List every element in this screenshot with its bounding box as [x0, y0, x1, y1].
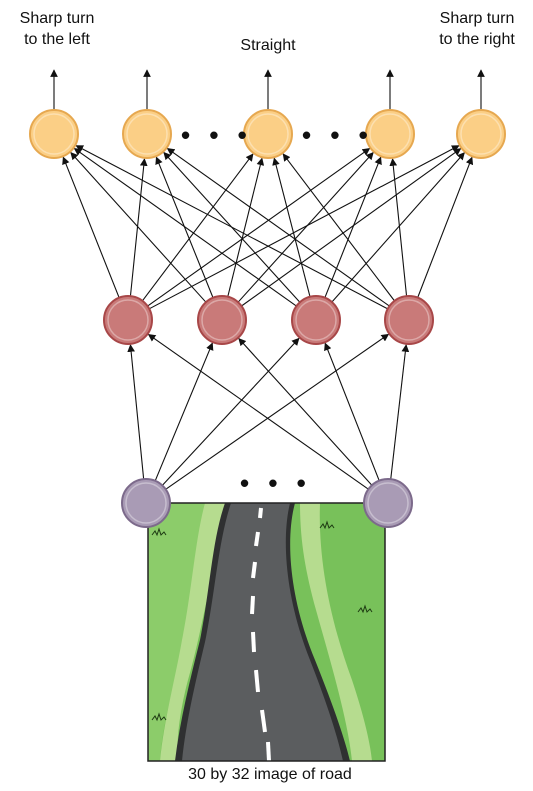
edge-hidden-0-output-2 [141, 153, 254, 302]
edge-hidden-3-output-2 [282, 153, 395, 302]
hidden-node-1 [197, 295, 247, 345]
input-node-0 [121, 478, 171, 528]
label-sharp-left: Sharp turn to the left [2, 8, 112, 50]
lane-markings [250, 507, 271, 761]
hidden-node-3 [384, 295, 434, 345]
edge-hidden-0-output-1 [129, 158, 148, 297]
label-sharp-left-line1: Sharp turn [19, 10, 95, 27]
edge-hidden-1-output-0 [70, 151, 207, 303]
input-node-1 [363, 478, 413, 528]
edge-hidden-3-output-0 [75, 145, 388, 310]
edge-hidden-2-output-4 [331, 152, 465, 303]
input-ellipsis: • • • [240, 468, 312, 498]
edge-hidden-3-output-4 [417, 156, 474, 298]
edge-hidden-1-output-4 [241, 148, 462, 307]
output-node-4 [456, 109, 506, 159]
nodes [29, 109, 506, 528]
edge-hidden-2-output-3 [324, 156, 382, 298]
hidden-node-0 [103, 295, 153, 345]
output-node-3 [365, 109, 415, 159]
edge-input-1-hidden-1 [238, 337, 373, 486]
edge-input-1-hidden-3 [390, 344, 410, 480]
edge-hidden-3-output-1 [166, 148, 390, 307]
edge-hidden-1-output-1 [155, 156, 214, 298]
road-image [148, 503, 385, 761]
edge-input-1-hidden-2 [324, 342, 380, 481]
output-ellipsis-left: • • • [181, 120, 253, 150]
label-sharp-right: Sharp turn to the right [422, 8, 532, 50]
edge-hidden-1-output-3 [237, 151, 374, 303]
edge-hidden-3-output-3 [389, 158, 408, 297]
edge-hidden-0-output-0 [62, 156, 120, 298]
edge-input-0-hidden-0 [127, 344, 145, 480]
output-node-1 [122, 109, 172, 159]
edge-hidden-0-output-3 [147, 148, 371, 307]
label-sharp-left-line2: to the left [24, 31, 90, 48]
edge-input-1-hidden-0 [147, 333, 369, 490]
edge-input-0-hidden-3 [165, 333, 390, 490]
label-straight: Straight [240, 37, 296, 54]
edge-hidden-0-output-4 [148, 145, 460, 310]
road-image-frame [147, 502, 386, 762]
caption-road-image: 30 by 32 image of road [188, 766, 352, 783]
edge-hidden-2-output-2 [272, 157, 311, 297]
grass-tufts [151, 520, 373, 722]
label-sharp-right-line2: to the right [439, 31, 515, 48]
output-node-2 [243, 109, 293, 159]
edge-input-0-hidden-2 [161, 337, 300, 486]
hidden-node-2 [291, 295, 341, 345]
edge-hidden-2-output-0 [73, 148, 297, 307]
edge-input-0-hidden-1 [154, 342, 214, 482]
label-sharp-right-line1: Sharp turn [439, 10, 515, 27]
output-node-0 [29, 109, 79, 159]
edge-hidden-1-output-2 [227, 157, 265, 297]
output-ellipsis-right: • • • [302, 120, 374, 150]
connections [50, 69, 485, 490]
